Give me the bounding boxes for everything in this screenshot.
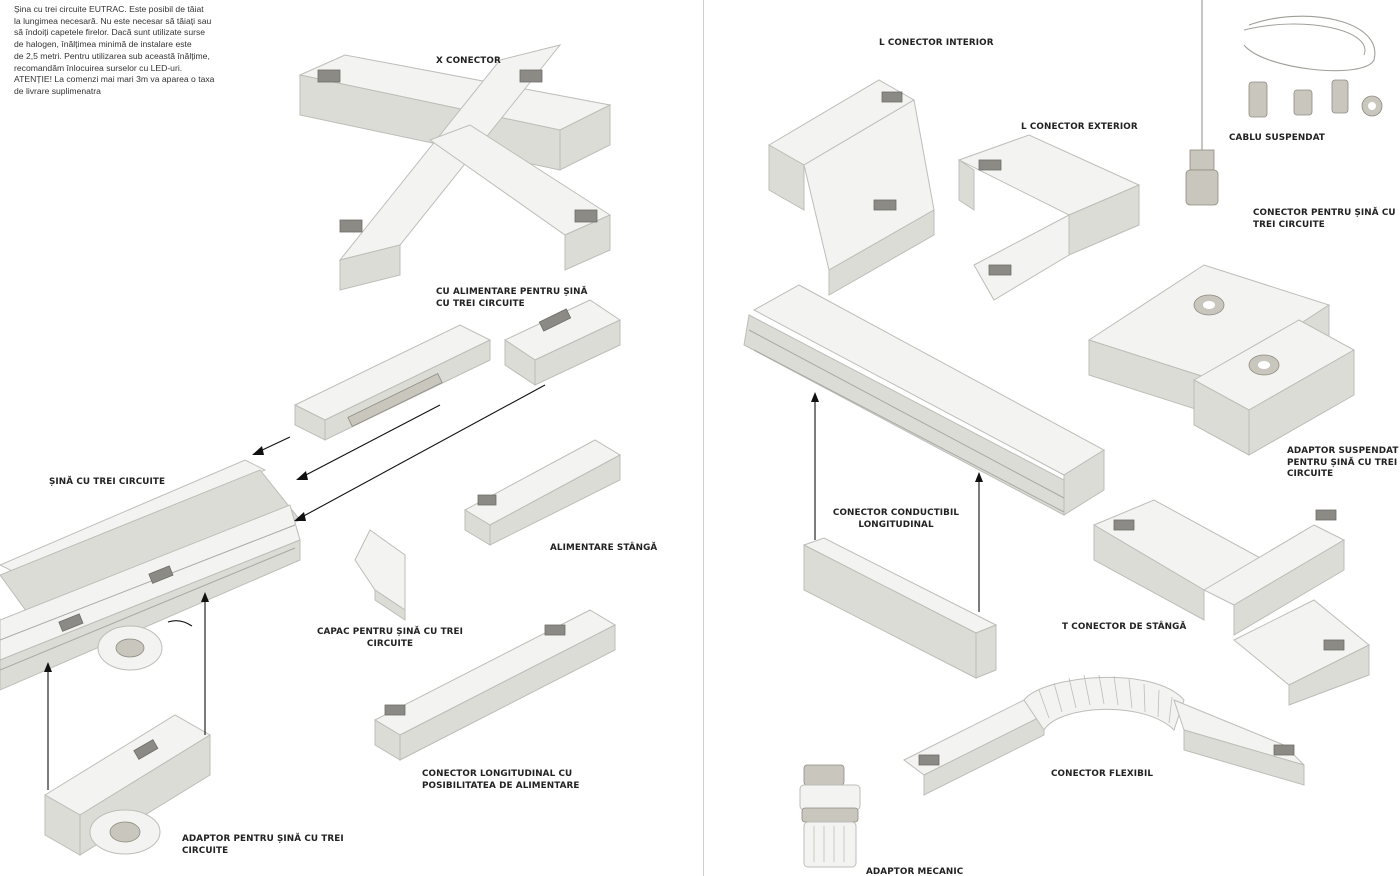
page-spine	[703, 0, 704, 876]
label-suspension-adapter: ADAPTOR SUSPENDAT PENTRU ȘINĂ CU TREI CI…	[1287, 446, 1399, 479]
label-track-connector: CONECTOR PENTRU ȘINĂ CU TREI CIRCUITE	[1253, 208, 1396, 230]
conductive-connector-illustration	[802, 537, 998, 679]
left-page-illustrations	[0, 44, 622, 856]
left-feed-illustration	[463, 439, 622, 546]
label-feed-in: CU ALIMENTARE PENTRU ȘINĂ CU TREI CIRCUI…	[436, 287, 588, 309]
label-t-left: T CONECTOR DE STÂNGĂ	[1062, 622, 1187, 632]
l-outer-illustration	[957, 134, 1141, 301]
right-arrows	[811, 392, 983, 612]
catalog-page-left: Șina cu trei circuite EUTRAC. Este posib…	[0, 4, 658, 856]
label-suspension-cable: CABLU SUSPENDAT	[1229, 133, 1326, 143]
label-l-outer: L CONECTOR EXTERIOR	[1021, 122, 1138, 132]
label-flexible: CONECTOR FLEXIBIL	[1051, 769, 1154, 779]
intro-paragraph: Șina cu trei circuite EUTRAC. Este posib…	[14, 4, 215, 96]
label-conductive-connector: CONECTOR CONDUCTIBIL LONGITUDINAL	[832, 508, 960, 530]
track-illustration	[0, 459, 301, 691]
mechanical-adapter-illustration	[799, 764, 861, 868]
right-page-illustrations	[743, 0, 1383, 868]
label-x-connector: X CONECTOR	[436, 56, 501, 66]
adapter-illustration	[44, 714, 211, 856]
end-cap-illustration	[354, 529, 406, 621]
label-straight-feed: CONECTOR LONGITUDINAL CU POSIBILITATEA D…	[422, 769, 580, 791]
flexible-connector-illustration	[903, 674, 1305, 796]
catalog-page-right: L CONECTOR INTERIOR L CONECTOR EXTERIOR …	[704, 0, 1400, 876]
x-connector-illustration	[298, 44, 612, 291]
straight-feed-illustration	[373, 609, 617, 761]
feed-in-illustration	[293, 299, 622, 441]
l-inner-illustration	[768, 79, 935, 296]
label-end-cap: CAPAC PENTRU ȘINĂ CU TREI CIRCUITE	[316, 627, 464, 649]
label-l-inner: L CONECTOR INTERIOR	[879, 38, 994, 48]
label-adapter: ADAPTOR PENTRU ȘINĂ CU TREI CIRCUITE	[182, 834, 344, 856]
label-left-feed: ALIMENTARE STÂNGĂ	[550, 543, 658, 553]
t-left-illustration	[1092, 499, 1370, 706]
label-mechanical-adapter: ADAPTOR MECANIC	[866, 867, 964, 876]
suspension-adapter-illustration	[1192, 319, 1356, 456]
suspension-cable-illustration	[1185, 0, 1383, 206]
left-arrows	[44, 384, 546, 790]
label-track: ȘINĂ CU TREI CIRCUITE	[49, 477, 166, 487]
long-track-illustration	[743, 284, 1105, 516]
